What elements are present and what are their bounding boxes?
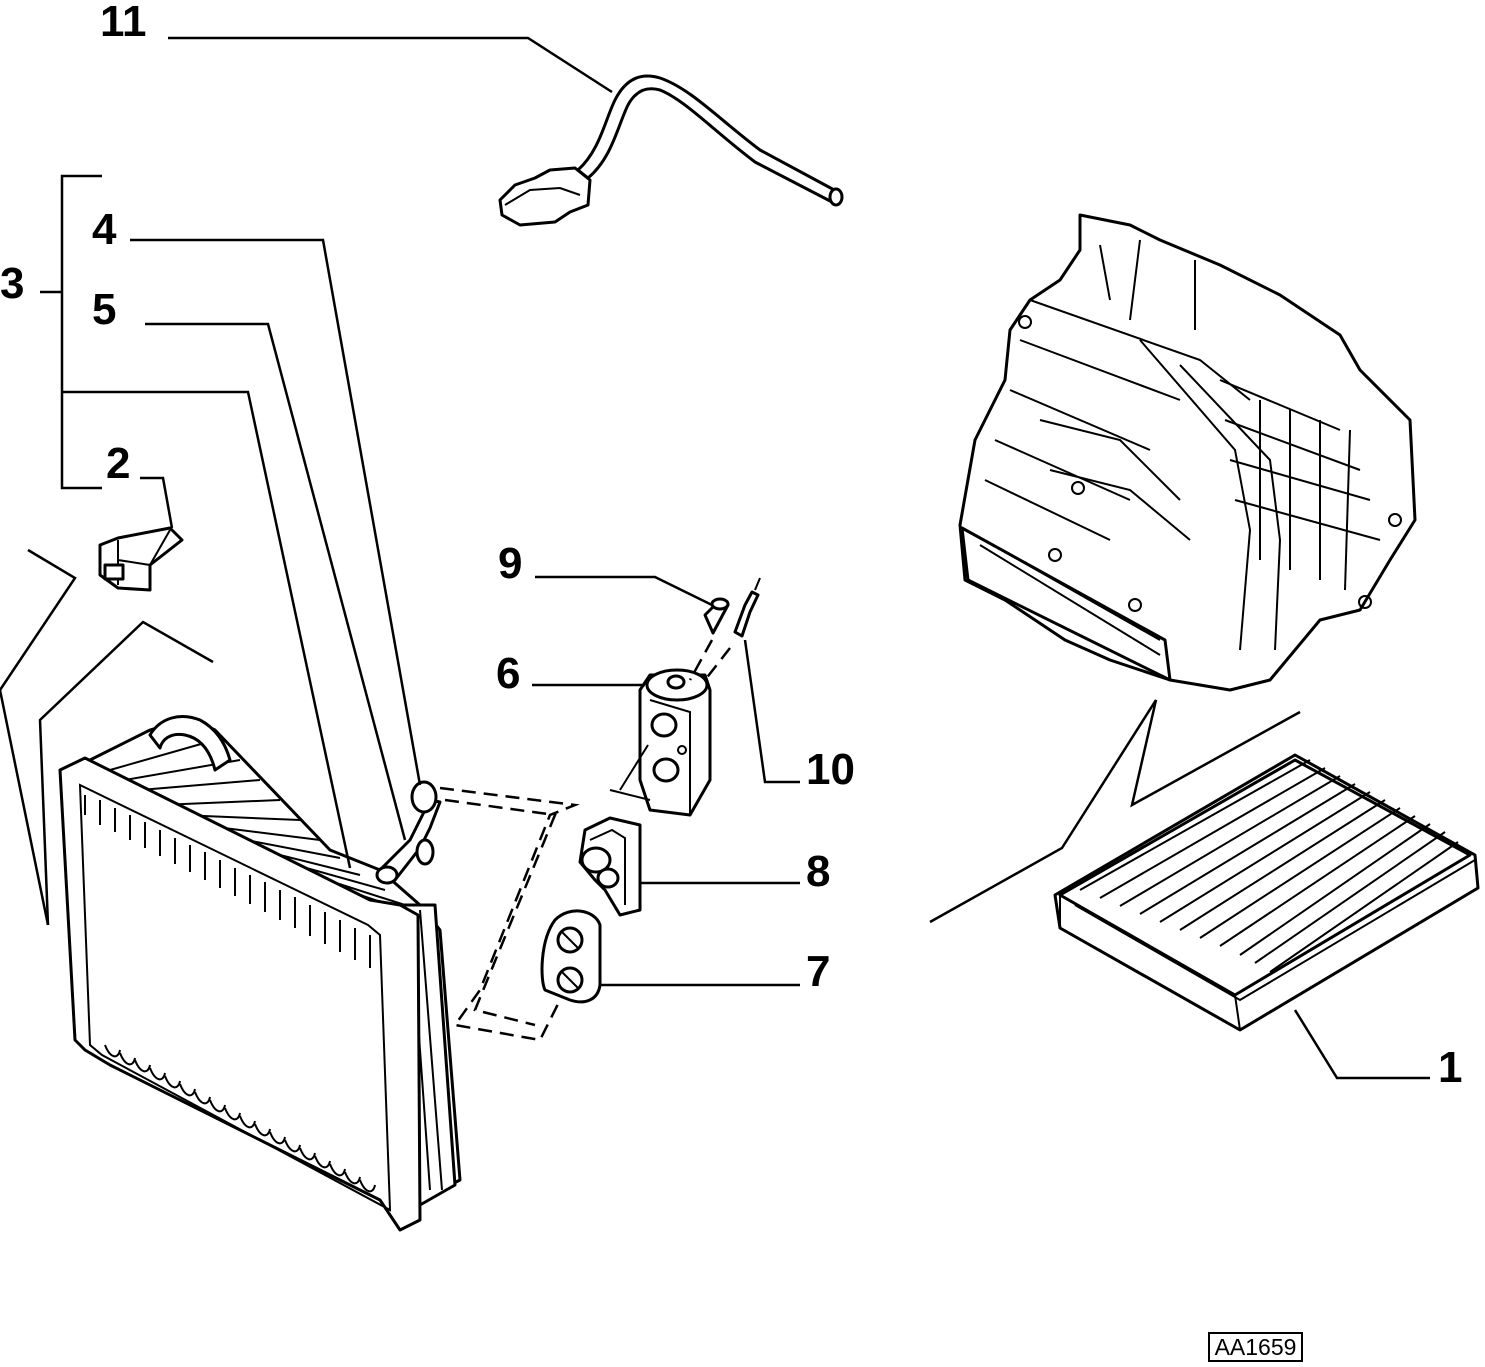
- gasket-part: [540, 909, 602, 1004]
- callout-6: 6: [496, 649, 520, 698]
- callout-3: 3: [0, 259, 24, 308]
- expansion-valve-part: [638, 668, 712, 817]
- screw-part: [688, 597, 730, 681]
- assembly-line-right: [929, 699, 1301, 924]
- cabin-filter-part: [1053, 753, 1480, 1032]
- callout-10: 10: [806, 745, 855, 794]
- temperature-sensor-part: [498, 74, 844, 227]
- clip-part: [98, 526, 184, 592]
- callout-7: 7: [806, 947, 830, 996]
- evaporator-core-part: [58, 715, 462, 1232]
- callout-5: 5: [92, 285, 116, 334]
- callout-11: 11: [100, 0, 147, 46]
- callout-2: 2: [106, 439, 130, 488]
- bracket-part: [578, 744, 651, 917]
- drawing-reference-code: AA1659: [1208, 1332, 1303, 1362]
- callout-8: 8: [806, 847, 830, 896]
- assembly-line-left-2: [38, 620, 214, 926]
- heater-housing-part: [958, 213, 1417, 692]
- assembly-line-left-1: [0, 548, 77, 926]
- callout-4: 4: [92, 205, 117, 254]
- leader-lines: [40, 36, 1430, 1080]
- callout-9: 9: [498, 539, 522, 588]
- phantom-connection-outline: [439, 786, 580, 1042]
- callout-1: 1: [1438, 1043, 1462, 1092]
- seal-part: [704, 577, 761, 681]
